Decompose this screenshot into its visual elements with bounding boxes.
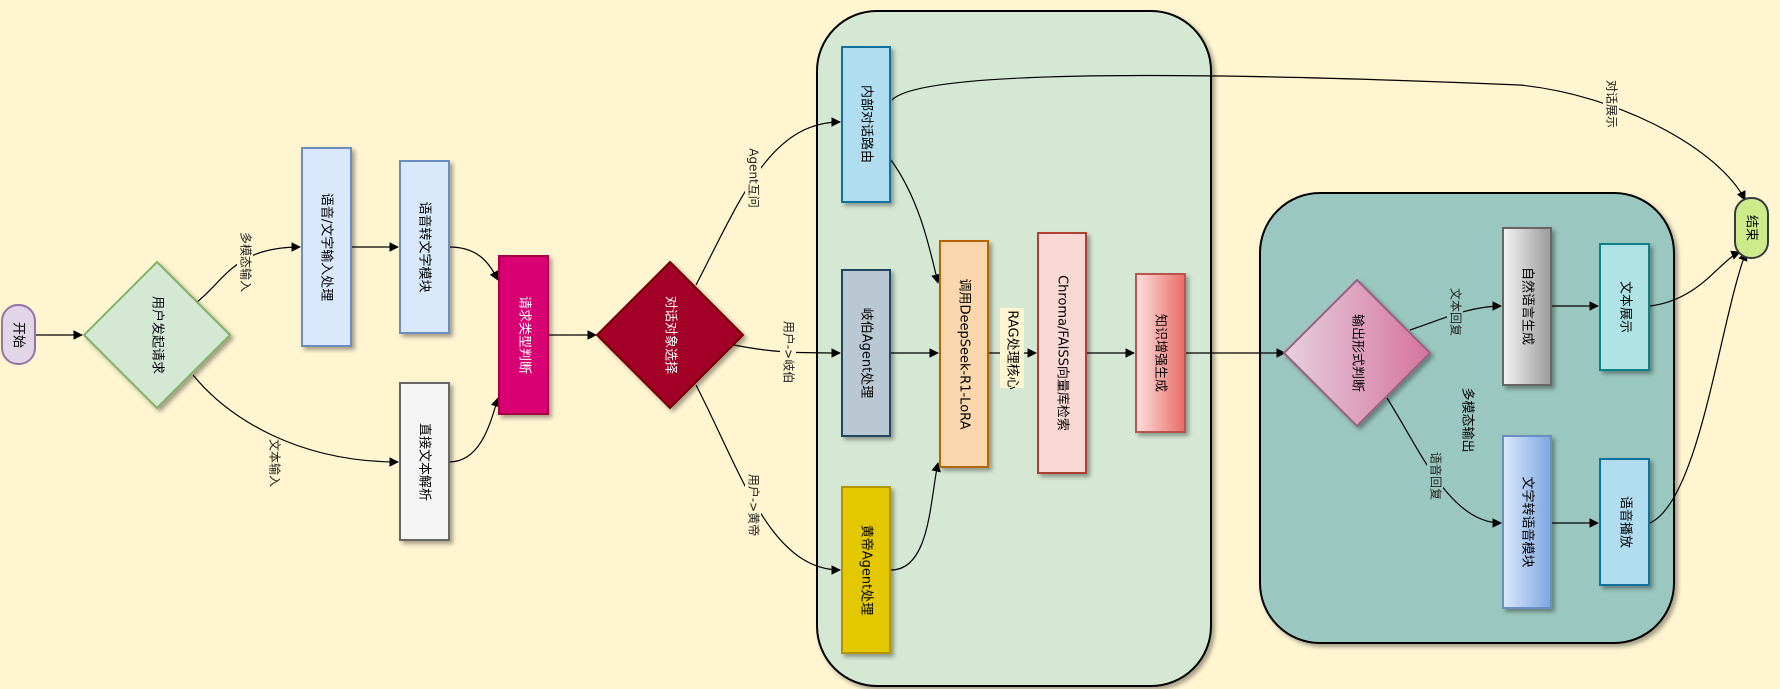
- output-form-label: 输出形式判断: [1350, 314, 1366, 392]
- nlg-label: 自然语言生成: [1520, 267, 1536, 345]
- voice-play-label: 语音播放: [1618, 496, 1634, 548]
- edge-request-voice: [196, 242, 301, 303]
- edge-route-deepseek: [890, 159, 941, 284]
- end-node[interactable]: 结束: [1734, 197, 1769, 259]
- direct-text-node[interactable]: 直接文本解析: [399, 382, 450, 541]
- label-text-reply: 文本回复: [1449, 288, 1464, 336]
- edge-display-end: [1649, 250, 1741, 307]
- label-agent-mutual: Agent互问: [747, 148, 761, 208]
- chroma-label: Chroma/FAISS向量库检索: [1055, 275, 1071, 431]
- voice-play-node[interactable]: 语音播放: [1599, 458, 1650, 586]
- deepseek-label: 调用DeepSeek-R1-LoRA: [957, 278, 972, 429]
- request-type-node[interactable]: 请求类型判断: [498, 255, 549, 415]
- text-display-label: 文本展示: [1618, 281, 1633, 333]
- text-display-node[interactable]: 文本展示: [1599, 243, 1650, 371]
- speech-to-text-node[interactable]: 语音转文字模块: [399, 160, 450, 334]
- edge-huangdi-deepseek: [890, 462, 941, 571]
- start-node[interactable]: 开始: [1, 304, 36, 365]
- label-multimodal-input: 多模态输入: [239, 232, 254, 292]
- start-label: 开始: [11, 322, 26, 348]
- chroma-node[interactable]: Chroma/FAISS向量库检索: [1037, 232, 1087, 474]
- label-user-qibo: 用户->岐伯: [782, 321, 797, 383]
- edge-request-text: [192, 374, 399, 467]
- label-text-input: 文本输入: [268, 439, 283, 487]
- edge-route-end: [891, 74, 1746, 201]
- multimodal-output-label-group: 多模态输出: [1460, 387, 1476, 452]
- knowledge-gen-label: 知识增强生成: [1153, 314, 1169, 392]
- multimodal-output-label: 多模态输出: [1460, 387, 1476, 452]
- end-label: 结束: [1744, 215, 1759, 241]
- huangdi-agent-node[interactable]: 黄帝Agent处理: [841, 486, 891, 654]
- internal-route-node[interactable]: 内部对话路由: [841, 46, 891, 203]
- speech-to-text-label: 语音转文字模块: [417, 201, 433, 292]
- user-request-decision[interactable]: 用户发起请求: [82, 260, 232, 410]
- direct-text-label: 直接文本解析: [417, 423, 433, 501]
- nlg-node[interactable]: 自然语言生成: [1502, 227, 1552, 386]
- label-dialog-display: 对话展示: [1605, 80, 1619, 128]
- tts-node[interactable]: 文字转语音模块: [1502, 435, 1552, 609]
- voice-text-input-label: 语音/文字输入处理: [319, 193, 335, 301]
- dialog-target-decision[interactable]: 对话对象选择: [595, 260, 745, 410]
- edge-stt-type: [448, 246, 499, 281]
- huangdi-agent-label: 黄帝Agent处理: [859, 525, 875, 615]
- edge-labels: 多模态输入 文本输入 Agent互问 用户->岐伯 用户->黄帝 对话展示 文本…: [237, 80, 1619, 536]
- request-type-label: 请求类型判断: [517, 296, 532, 374]
- output-form-decision[interactable]: 输出形式判断: [1282, 278, 1432, 428]
- dialog-target-label: 对话对象选择: [663, 296, 678, 374]
- deepseek-node[interactable]: 调用DeepSeek-R1-LoRA: [939, 240, 989, 468]
- qibo-agent-node[interactable]: 岐伯Agent处理: [841, 269, 891, 437]
- rag-core-label-group: RAG处理核心: [1000, 308, 1024, 390]
- tts-label: 文字转语音模块: [1520, 476, 1536, 567]
- knowledge-gen-node[interactable]: 知识增强生成: [1135, 273, 1186, 433]
- label-user-huangdi: 用户->黄帝: [747, 474, 762, 536]
- internal-route-label: 内部对话路由: [859, 85, 875, 163]
- edge-direct-type: [448, 397, 501, 463]
- rag-core-label: RAG处理核心: [1005, 310, 1020, 389]
- user-request-label: 用户发起请求: [150, 296, 166, 374]
- voice-text-input-node[interactable]: 语音/文字输入处理: [301, 147, 352, 347]
- edge-play-end: [1649, 251, 1748, 524]
- label-voice-reply: 语音回复: [1429, 452, 1444, 500]
- qibo-agent-label: 岐伯Agent处理: [859, 308, 874, 398]
